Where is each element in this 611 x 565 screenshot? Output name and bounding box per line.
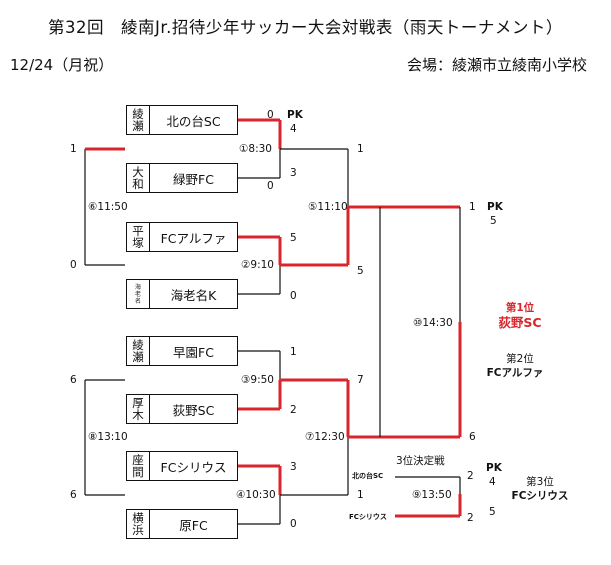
third-place-team-top: 北の台SC: [352, 472, 384, 480]
score: 1: [357, 489, 364, 501]
score: 1: [290, 346, 297, 358]
team-name: FCシリウス: [160, 459, 227, 475]
third-place-label: 第3位: [526, 476, 554, 488]
score: 6: [70, 374, 77, 386]
team-area: 大和: [127, 164, 150, 192]
team-area: 座間: [127, 452, 150, 480]
team-area: 平塚: [127, 223, 150, 251]
team-name: 原FC: [179, 517, 208, 533]
match-time: ③9:50: [241, 374, 274, 386]
first-place-team: 荻野SC: [498, 315, 542, 330]
pk-score: 5: [490, 215, 497, 227]
score: 5: [357, 265, 364, 277]
team-box: 綾瀬 北の台SC: [126, 105, 238, 135]
pk-label: PK: [486, 462, 502, 474]
team-box: 綾瀬 早園FC: [126, 336, 238, 366]
page-title: 第32回 綾南Jr.招待少年サッカー大会対戦表（雨天トーナメント）: [48, 18, 563, 37]
team-name: 緑野FC: [173, 171, 214, 187]
third-place-title: 3位決定戦: [396, 455, 445, 467]
score: 7: [357, 374, 364, 386]
team-area: 綾瀬: [127, 337, 150, 365]
score: 0: [267, 109, 274, 121]
team-box: 大和 緑野FC: [126, 163, 238, 193]
score: 1: [469, 201, 476, 213]
match-time: ②9:10: [241, 259, 274, 271]
score: 0: [70, 259, 77, 271]
score: 0: [290, 518, 297, 530]
second-place-label: 第2位: [506, 353, 534, 365]
pk-label: PK: [287, 109, 303, 121]
team-area: 横浜: [127, 510, 150, 538]
pk-label: PK: [487, 201, 503, 213]
score: 2: [290, 404, 297, 416]
second-place-team: FCアルファ: [486, 367, 544, 379]
match-time: ⑥11:50: [88, 201, 128, 213]
score: 2: [467, 470, 474, 482]
third-place-team: FCシリウス: [511, 490, 569, 502]
team-box: 横浜 原FC: [126, 509, 238, 539]
score: 3: [290, 167, 297, 179]
score: 0: [290, 290, 297, 302]
score: 1: [70, 143, 77, 155]
score: 1: [357, 143, 364, 155]
first-place-label: 第1位: [505, 302, 535, 314]
pk-score: 4: [489, 476, 496, 488]
team-name: FCアルファ: [160, 230, 227, 246]
match-time: ⑤11:10: [308, 201, 348, 213]
team-area: 海老名: [127, 280, 150, 308]
event-date: 12/24（月祝）: [10, 56, 114, 74]
score: 2: [467, 512, 474, 524]
score: 6: [70, 489, 77, 501]
match-time: ①8:30: [239, 143, 272, 155]
team-box: 厚木 荻野SC: [126, 394, 238, 424]
score: 3: [290, 461, 297, 473]
team-name: 海老名K: [170, 287, 217, 303]
team-name: 北の台SC: [166, 113, 221, 129]
match-time: ⑦12:30: [305, 431, 345, 443]
team-box: 平塚 FCアルファ: [126, 222, 238, 252]
event-venue: 会場：綾瀬市立綾南小学校: [406, 56, 587, 74]
team-box: 座間 FCシリウス: [126, 451, 238, 481]
match-time: ⑨13:50: [412, 489, 452, 501]
score: 5: [290, 232, 297, 244]
team-area: 厚木: [127, 395, 150, 423]
team-area: 綾瀬: [127, 106, 150, 134]
pk-score: 0: [267, 180, 274, 192]
score: 6: [469, 431, 476, 443]
match-time: ④10:30: [236, 489, 276, 501]
team-name: 荻野SC: [172, 402, 215, 418]
pk-score: 5: [489, 506, 496, 518]
team-name: 早園FC: [173, 344, 214, 360]
team-box: 海老名 海老名K: [126, 279, 238, 309]
pk-score: 4: [290, 123, 297, 135]
match-time: ⑧13:10: [88, 431, 128, 443]
match-time: ⑩14:30: [413, 317, 453, 329]
third-place-team-bottom: FCシリウス: [349, 513, 387, 521]
